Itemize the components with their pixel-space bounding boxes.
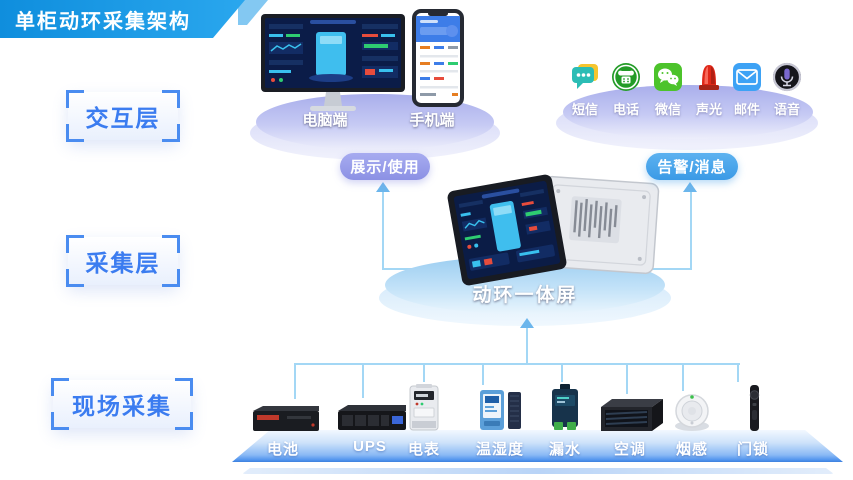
aio-screen-front xyxy=(447,174,567,286)
power-meter-device xyxy=(409,384,439,431)
device-label-battery: 电池 xyxy=(266,441,299,458)
smartphone-image xyxy=(412,9,464,107)
battery-device xyxy=(253,406,319,431)
drop-line-leak xyxy=(561,365,563,382)
channel-label: 声光 xyxy=(695,102,722,117)
channel-label: 邮件 xyxy=(733,102,760,117)
bracket-corner xyxy=(51,412,69,430)
alert-message-badge: 告警/消息 xyxy=(646,153,738,180)
channel-label: 微信 xyxy=(654,102,681,117)
channel-label: 电话 xyxy=(612,102,639,117)
ups-device xyxy=(338,405,406,430)
device-label-leak: 漏水 xyxy=(548,441,581,458)
temp-humidity-device xyxy=(480,390,521,430)
bracket-corner xyxy=(51,378,69,396)
drop-line-meter xyxy=(423,365,425,382)
arrow-up-to-display-badge xyxy=(376,182,390,192)
door-lock-device xyxy=(749,385,760,431)
bracket-corner xyxy=(175,412,193,430)
device-label-ac: 空调 xyxy=(613,441,646,458)
terminal-label-pc: 电脑端 xyxy=(302,112,348,129)
device-label-temp-humidity: 温湿度 xyxy=(475,441,524,458)
bracket-corner xyxy=(66,90,84,108)
mail-icon xyxy=(733,63,761,91)
bracket-corner xyxy=(162,235,180,253)
diagram-title-banner: 单柜动环采集架构 xyxy=(0,0,245,38)
pc-monitor-image xyxy=(261,14,405,111)
bracket-corner xyxy=(162,90,180,108)
device-label-meter: 电表 xyxy=(407,441,440,458)
field-platform-reflection xyxy=(242,468,834,474)
device-label-ups: UPS xyxy=(353,438,387,455)
voice-icon xyxy=(772,62,802,92)
drop-line-smoke xyxy=(682,365,684,391)
drop-line-battery xyxy=(294,365,296,399)
layer-label-text: 交互层 xyxy=(85,105,161,131)
drop-line-ups xyxy=(362,365,364,398)
bracket-corner xyxy=(162,269,180,287)
layer-label-collection: 采集层 xyxy=(66,235,180,287)
channel-label: 短信 xyxy=(571,102,598,117)
sms-icon xyxy=(572,64,598,89)
aio-screen-back xyxy=(538,175,660,275)
connector-bus-riser xyxy=(526,328,528,364)
device-label-lock: 门锁 xyxy=(736,441,769,458)
drop-line-temp xyxy=(482,365,484,385)
bracket-corner xyxy=(66,269,84,287)
display-use-badge: 展示/使用 xyxy=(340,153,430,180)
diagram-title: 单柜动环采集架构 xyxy=(15,10,191,33)
bracket-corner xyxy=(175,378,193,396)
layer-label-interaction: 交互层 xyxy=(66,90,180,142)
smoke-sensor-device xyxy=(675,394,709,431)
drop-line-ac xyxy=(626,365,628,394)
alarm-light-icon xyxy=(699,65,719,90)
layer-label-field: 现场采集 xyxy=(51,378,193,430)
bracket-corner xyxy=(66,124,84,142)
field-devices-platform xyxy=(232,430,843,462)
arrow-up-to-alert-badge xyxy=(683,182,697,192)
water-leak-device xyxy=(552,384,578,430)
bracket-corner xyxy=(66,235,84,253)
drop-line-lock xyxy=(737,365,739,382)
bracket-corner xyxy=(162,124,180,142)
layer-label-text: 采集层 xyxy=(85,250,161,276)
device-label-smoke: 烟感 xyxy=(675,441,708,458)
air-conditioner-device xyxy=(601,399,663,431)
connector-bus-horizontal xyxy=(294,363,740,365)
phone-icon xyxy=(612,63,640,91)
channel-label: 语音 xyxy=(773,102,800,117)
layer-label-text: 现场采集 xyxy=(72,393,172,419)
wechat-icon xyxy=(654,63,682,91)
arrow-up-to-screen xyxy=(520,318,534,328)
channels-platter xyxy=(563,85,813,139)
terminal-label-mobile: 手机端 xyxy=(409,112,455,129)
aio-screen-label: 动环一体屏 xyxy=(472,285,578,306)
